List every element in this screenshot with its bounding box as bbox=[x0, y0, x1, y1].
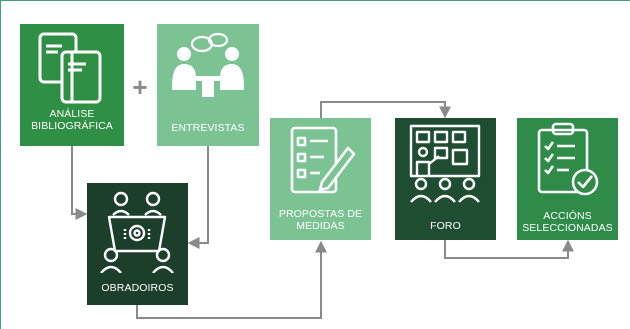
step-label: ENTREVISTAS bbox=[171, 122, 245, 134]
clipboard-check-icon bbox=[537, 122, 599, 196]
connector-entrevistas-obradoiros bbox=[187, 146, 209, 249]
people-talking-icon bbox=[172, 32, 244, 97]
step-accions-seleccionadas: ACCIÓNS SELECCIONADAS bbox=[517, 118, 618, 240]
step-label: FORO bbox=[430, 220, 461, 232]
step-obradoiros: OBRADOIROS bbox=[87, 183, 188, 305]
workshop-table-icon bbox=[100, 191, 174, 273]
connector-analise-obradoiros bbox=[71, 146, 88, 220]
checklist-pen-icon bbox=[290, 126, 356, 194]
connector-foro-accions bbox=[444, 239, 574, 259]
step-label: OBRADOIROS bbox=[101, 282, 174, 294]
step-label: ACCIÓNS SELECCIONADAS bbox=[522, 210, 613, 234]
step-analise-bibliografica: ANÁLISE BIBLIOGRÁFICA bbox=[20, 24, 124, 146]
step-foro: FORO bbox=[395, 118, 496, 240]
step-entrevistas: ENTREVISTAS bbox=[157, 24, 259, 146]
plus-sign: + bbox=[132, 72, 148, 102]
step-label: ANÁLISE BIBLIOGRÁFICA bbox=[31, 108, 113, 132]
books-icon bbox=[38, 32, 102, 104]
connector-propostas-foro bbox=[320, 101, 451, 119]
presentation-board-icon bbox=[409, 124, 481, 203]
connector-obradoiros-propostas bbox=[136, 240, 327, 319]
step-propostas-de-medidas: PROPOSTAS DE MEDIDAS bbox=[270, 118, 371, 240]
step-label: PROPOSTAS DE MEDIDAS bbox=[278, 208, 363, 232]
